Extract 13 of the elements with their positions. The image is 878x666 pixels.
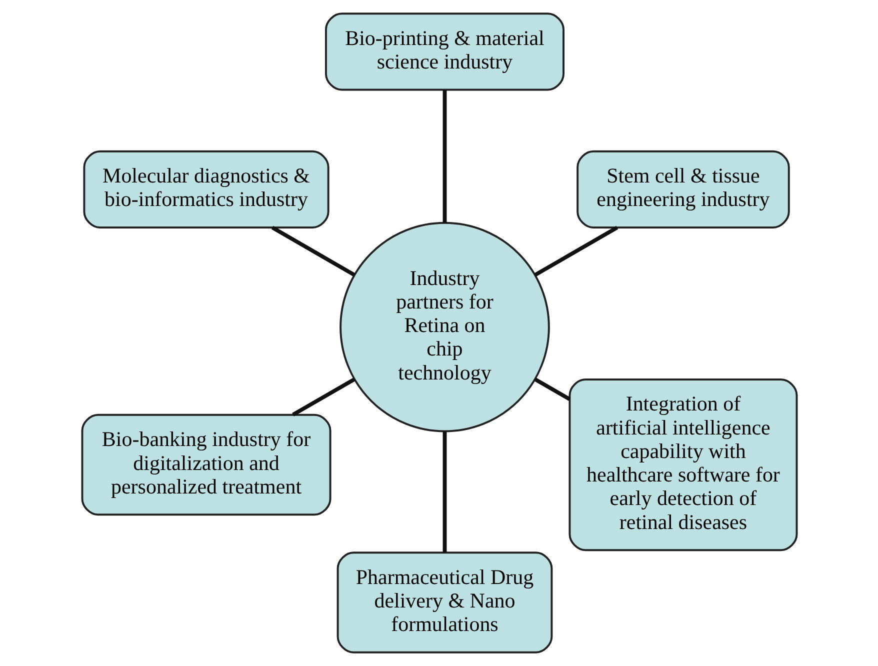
node-box: Stem cell & tissue engineering industry xyxy=(576,150,790,228)
node-box: Bio-banking industry for digitalization and personalized treatment xyxy=(80,414,331,516)
node-box: Molecular diagnostics & bio-informatics industry xyxy=(82,150,329,228)
connector xyxy=(270,226,356,277)
node-box: Pharmaceutical Drug delivery & Nano formulations xyxy=(336,552,552,654)
node-box: Bio-printing & material science industry xyxy=(324,12,564,91)
node-box: Integration of artificial intelligence capability with healthcare software for early detection of retinal diseases xyxy=(568,378,798,552)
connector xyxy=(533,377,570,401)
connector xyxy=(292,377,356,416)
connector xyxy=(533,226,618,277)
connector xyxy=(442,431,446,553)
connector xyxy=(442,90,446,223)
node-circle: Industry partners for Retina on chip technology xyxy=(339,222,550,432)
